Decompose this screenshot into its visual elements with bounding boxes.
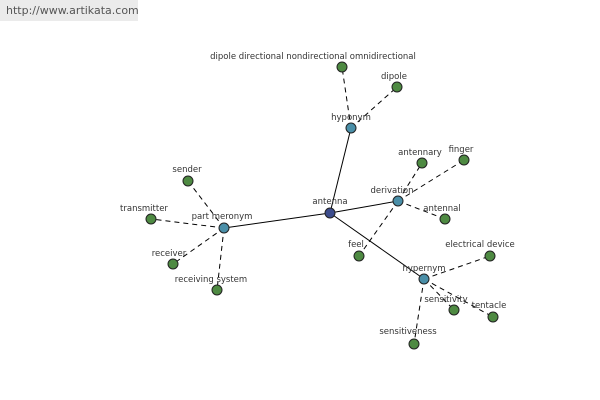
leaf-dipole-directional-label[interactable]: dipole directional nondirectional omnidi… [210,52,416,62]
relation-derivation-label[interactable]: derivation [370,186,413,196]
leaf-sensitivity-label[interactable]: sensitivity [424,295,467,305]
relation-hyponym-label[interactable]: hyponym [331,113,371,123]
edge-tentacle [423,278,494,318]
relation-hypernym-label[interactable]: hypernym [402,264,445,274]
leaf-antennal-label[interactable]: antennal [423,204,461,214]
leaf-receiving-system-node[interactable] [211,284,223,296]
relation-derivation-node[interactable] [392,195,404,207]
url-banner[interactable]: http://www.artikata.com [0,0,138,21]
leaf-finger-label[interactable]: finger [449,145,474,155]
leaf-sensitivity-node[interactable] [448,304,460,316]
edge-hyponym [329,127,352,214]
leaf-sensitiveness-node[interactable] [408,338,420,350]
leaf-finger-node[interactable] [458,154,470,166]
relation-part-meronym-label[interactable]: part meronym [192,212,253,222]
leaf-antennary-node[interactable] [416,157,428,169]
leaf-transmitter-node[interactable] [145,213,157,225]
relation-hypernym-node[interactable] [418,273,430,285]
edge-sensitiveness [413,278,425,345]
graph-edges [150,66,494,345]
center-antenna-node[interactable] [324,207,336,219]
relation-part-meronym-node[interactable] [218,222,230,234]
edge-derivation [329,200,399,214]
leaf-transmitter-label[interactable]: transmitter [120,204,168,214]
edge-electrical-device [423,255,491,280]
leaf-electrical-device-node[interactable] [484,250,496,262]
edge-receiver [172,227,225,265]
leaf-dipole-node[interactable] [391,81,403,93]
edge-transmitter [150,218,225,229]
leaf-tentacle-node[interactable] [487,311,499,323]
leaf-receiving-system-label[interactable]: receiving system [175,275,247,285]
graph-nodes [145,61,499,350]
leaf-feel-node[interactable] [353,250,365,262]
leaf-electrical-device-label[interactable]: electrical device [445,240,515,250]
edge-part-meronym [223,212,331,229]
leaf-receiver-node[interactable] [167,258,179,270]
leaf-tentacle-label[interactable]: tentacle [472,301,507,311]
leaf-dipole-label[interactable]: dipole [381,72,407,82]
leaf-sender-node[interactable] [182,175,194,187]
edge-dipole [350,86,398,129]
relation-hyponym-node[interactable] [345,122,357,134]
center-antenna-label[interactable]: antenna [312,197,347,207]
leaf-sensitiveness-label[interactable]: sensitiveness [379,327,437,337]
leaf-antennal-node[interactable] [439,213,451,225]
graph-labels: dipole directional nondirectional omnidi… [120,52,515,337]
leaf-antennary-label[interactable]: antennary [398,148,442,158]
edge-finger [397,159,465,202]
leaf-receiver-label[interactable]: receiver [152,249,187,259]
edge-antennary [397,162,423,202]
leaf-feel-label[interactable]: feel [348,240,364,250]
edge-hypernym [329,212,425,280]
leaf-dipole-directional-node[interactable] [336,61,348,73]
edge-sensitivity [423,278,455,311]
edge-dipole-directional [341,66,352,129]
leaf-sender-label[interactable]: sender [172,165,202,175]
edge-sender [187,180,225,229]
edge-receiving-system [216,227,225,291]
edge-feel [358,200,399,257]
